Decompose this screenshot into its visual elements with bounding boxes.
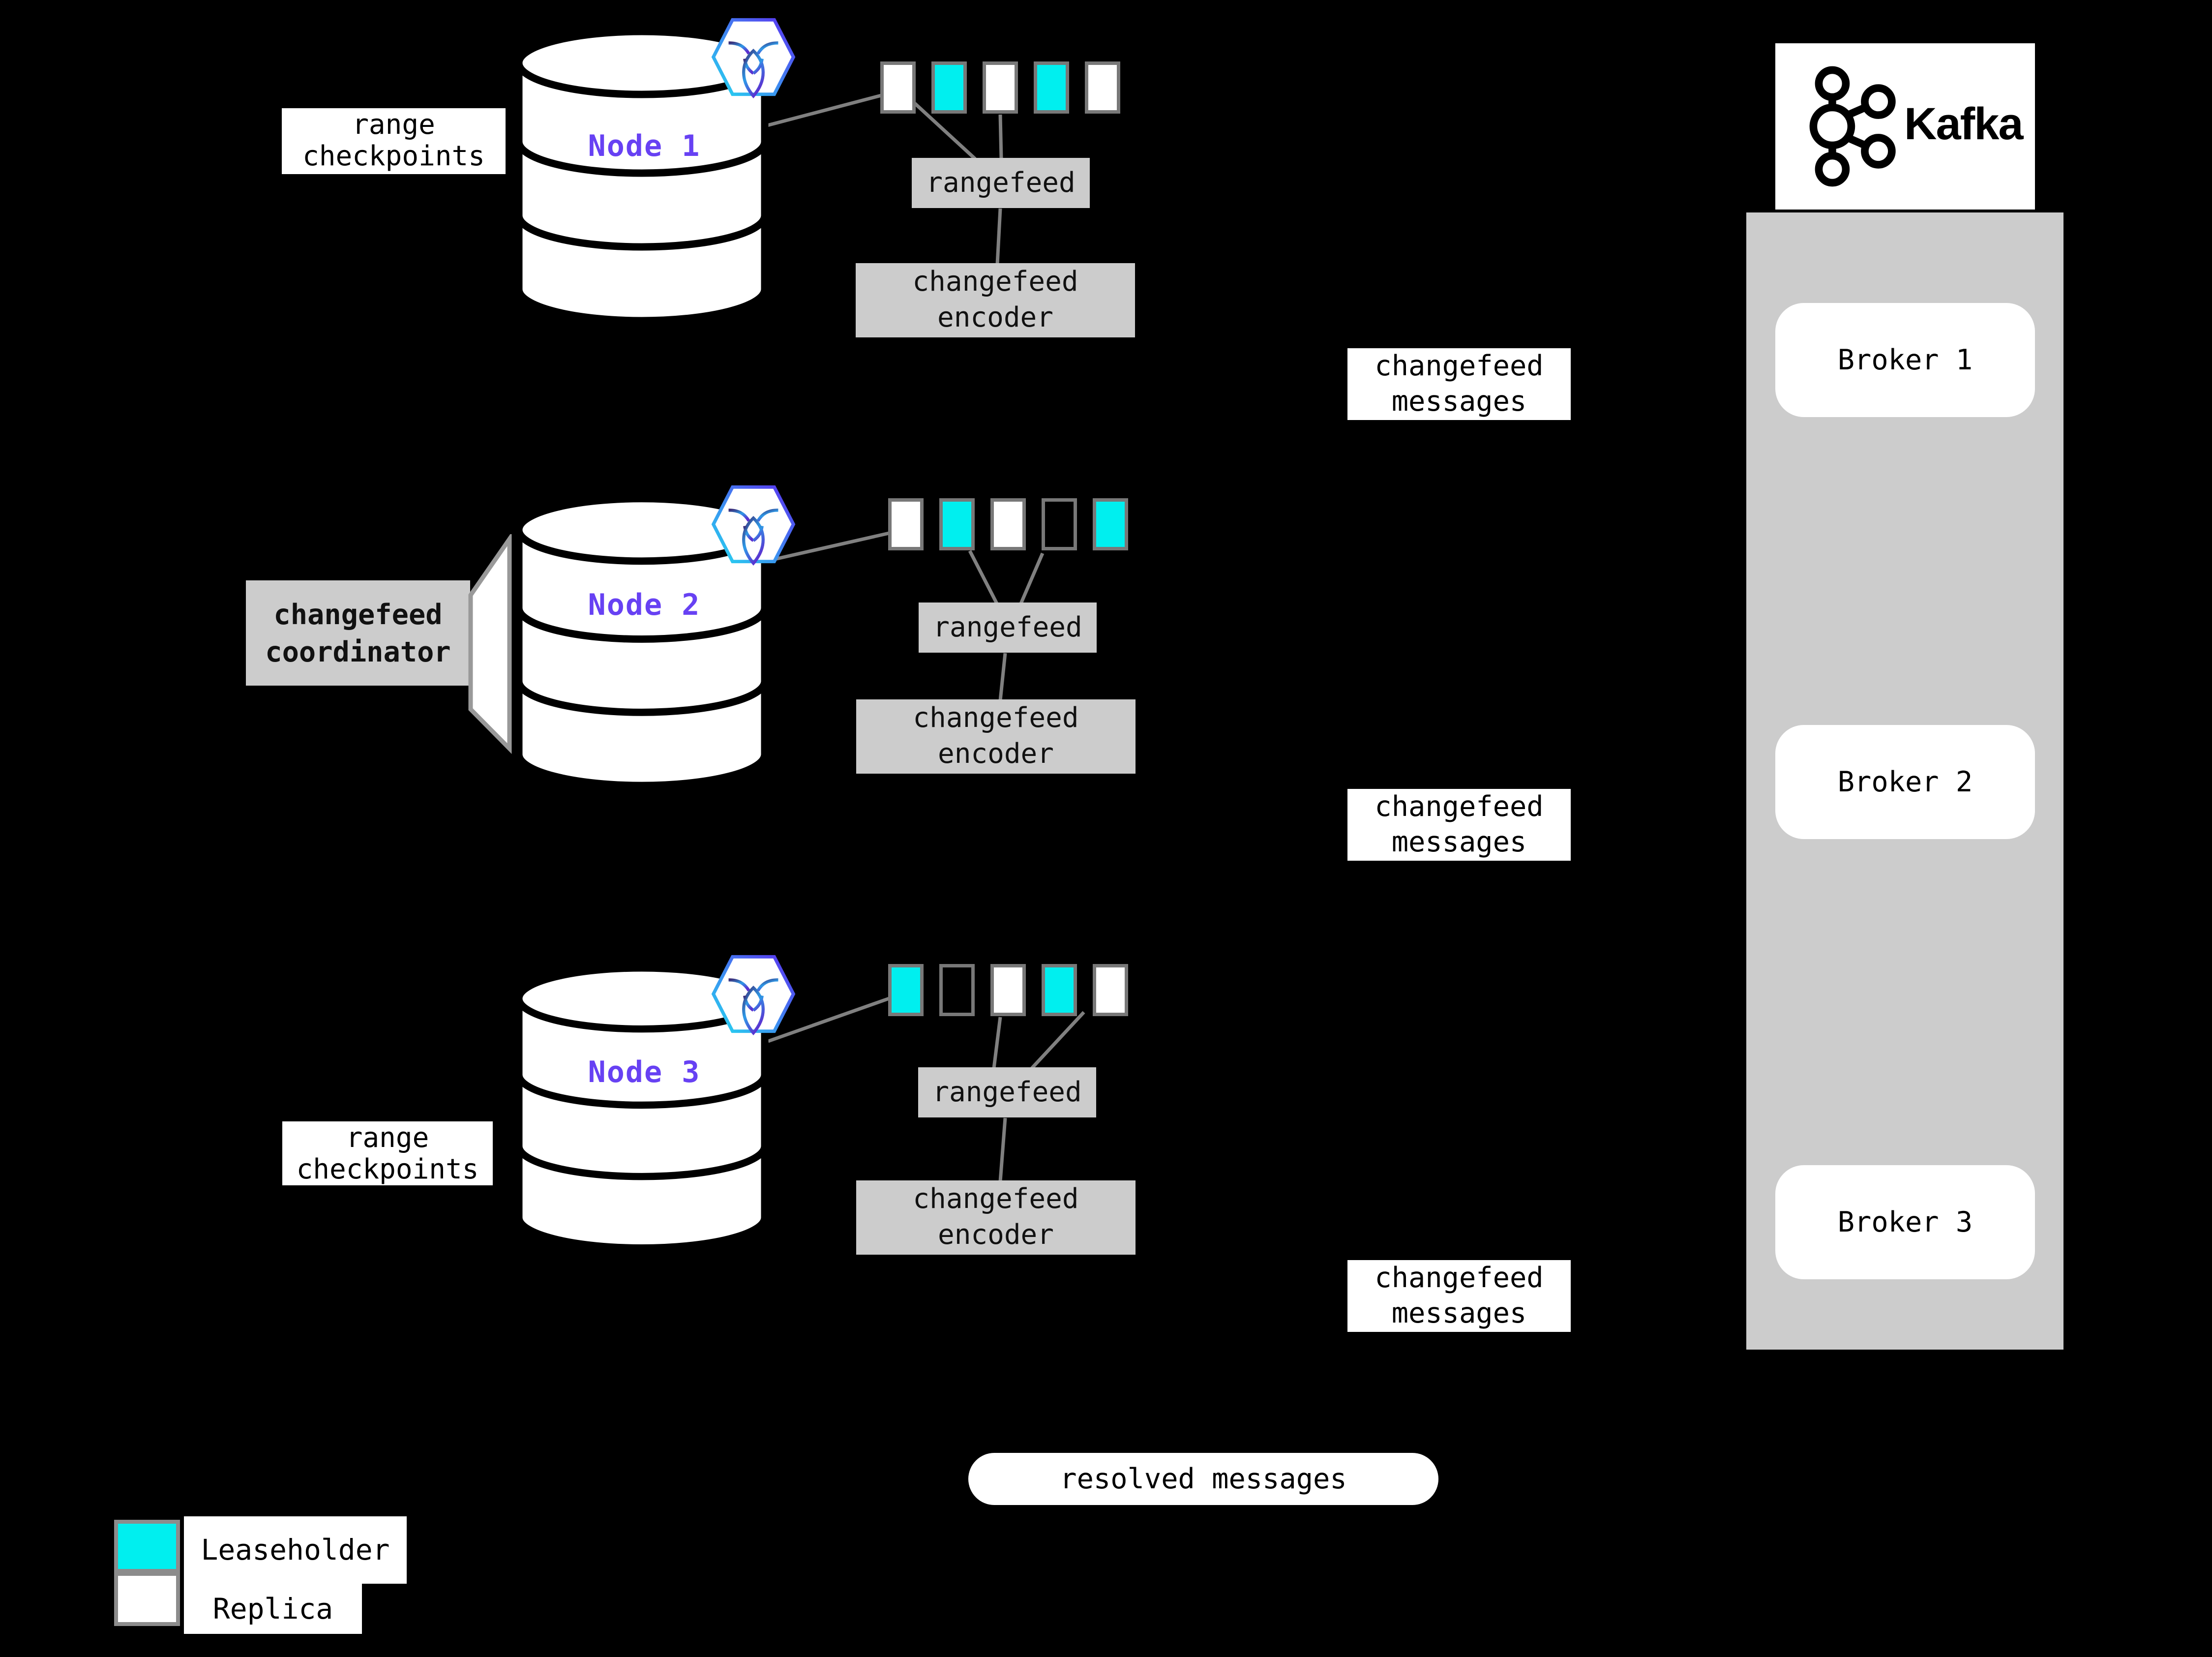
node1-label: Node 1 bbox=[588, 129, 701, 163]
changefeed-coordinator-box: changefeed coordinator bbox=[246, 580, 470, 686]
legend-replica-swatch bbox=[114, 1572, 180, 1626]
node1-range-checkpoints-label: range checkpoints bbox=[282, 108, 506, 174]
node3-range-1 bbox=[888, 964, 924, 1016]
node1-range-4 bbox=[1034, 61, 1069, 114]
node3-range-4 bbox=[1042, 964, 1077, 1016]
kafka-broker-2: Broker 2 bbox=[1775, 725, 2035, 839]
node3-database-cylinder bbox=[515, 964, 769, 1252]
kafka-logo-icon bbox=[1809, 66, 1896, 187]
node2-range-1 bbox=[888, 498, 924, 550]
node3-range-5 bbox=[1093, 964, 1128, 1016]
node3-rangefeed-box: rangefeed bbox=[918, 1067, 1096, 1117]
node3-range-2 bbox=[939, 964, 975, 1016]
node1-range-1 bbox=[880, 61, 916, 114]
coordinator-flag bbox=[468, 534, 512, 754]
legend-replica-label: Replica bbox=[184, 1584, 362, 1634]
node1-rangefeed-box: rangefeed bbox=[912, 158, 1090, 208]
changefeed-messages-label-3: changefeed messages bbox=[1347, 1260, 1571, 1332]
node1-range-2 bbox=[931, 61, 967, 114]
kafka-broker-1: Broker 1 bbox=[1775, 303, 2035, 417]
node3-range-checkpoints-label: range checkpoints bbox=[282, 1121, 493, 1185]
node3-range-3 bbox=[990, 964, 1026, 1016]
cockroachdb-badge-icon bbox=[711, 18, 796, 98]
resolved-messages-label: resolved messages bbox=[968, 1453, 1438, 1505]
node2-range-3 bbox=[990, 498, 1026, 550]
node3-changefeed-encoder-box: changefeed encoder bbox=[856, 1180, 1136, 1255]
node2-range-5 bbox=[1093, 498, 1128, 550]
node2-rangefeed-box: rangefeed bbox=[919, 603, 1097, 653]
node1-changefeed-encoder-box: changefeed encoder bbox=[856, 263, 1135, 337]
arrowhead-icon bbox=[2055, 332, 2073, 352]
node2-database-cylinder bbox=[515, 495, 769, 789]
kafka-wordmark: Kafka bbox=[1904, 99, 2024, 149]
node2-range-2 bbox=[939, 498, 975, 550]
node1-range-3 bbox=[983, 61, 1018, 114]
node2-label: Node 2 bbox=[588, 588, 701, 622]
changefeed-messages-label-2: changefeed messages bbox=[1347, 789, 1571, 861]
changefeed-messages-label-1: changefeed messages bbox=[1347, 348, 1571, 420]
node2-changefeed-encoder-box: changefeed encoder bbox=[856, 699, 1136, 774]
legend-leaseholder-swatch bbox=[114, 1520, 180, 1573]
kafka-broker-3: Broker 3 bbox=[1775, 1165, 2035, 1279]
legend-leaseholder-label: Leaseholder bbox=[184, 1516, 407, 1584]
node1-range-5 bbox=[1085, 61, 1120, 114]
node2-range-4 bbox=[1042, 498, 1077, 550]
cockroachdb-badge-icon bbox=[711, 955, 796, 1035]
cockroachdb-badge-icon bbox=[711, 485, 796, 566]
node1-database-cylinder bbox=[515, 28, 769, 325]
kafka-logo-box: Kafka bbox=[1775, 43, 2035, 210]
node3-label: Node 3 bbox=[588, 1055, 701, 1089]
